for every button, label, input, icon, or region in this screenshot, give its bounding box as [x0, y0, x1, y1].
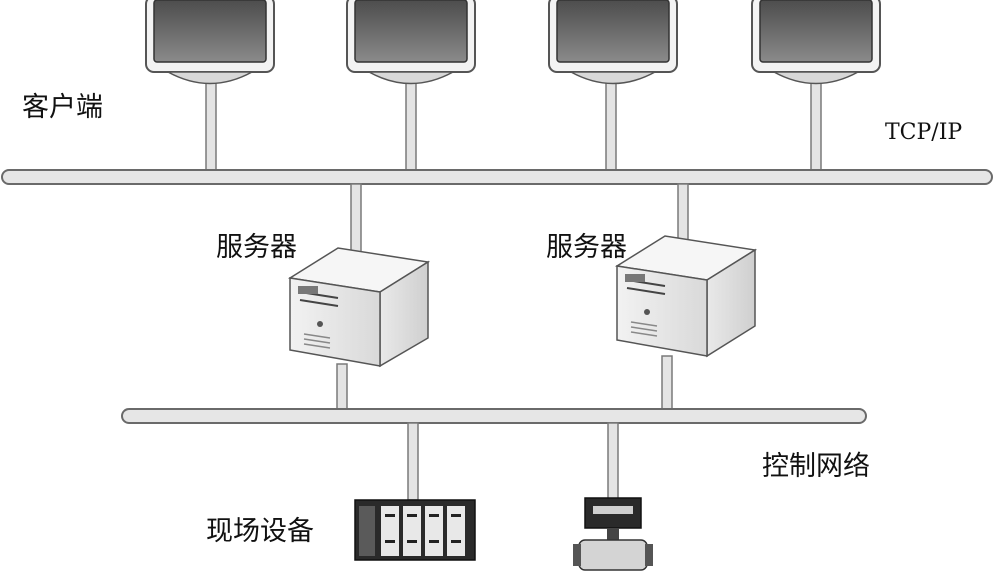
monitor-icon	[549, 0, 677, 84]
tcpip-label: TCP/IP	[885, 120, 962, 145]
field-devices-label: 现场设备	[206, 509, 314, 548]
tcpip-bus	[2, 170, 992, 184]
flowmeter-icon	[573, 498, 653, 570]
control-network-label: 控制网络	[762, 444, 870, 483]
server-label-1: 服务器	[216, 225, 297, 264]
server-tower-icon	[617, 236, 755, 356]
field-drops	[408, 423, 618, 500]
monitor-icon	[146, 0, 274, 84]
client-label: 客户端	[22, 85, 103, 124]
client-connectors	[206, 82, 821, 172]
plc-rack-icon	[355, 500, 475, 560]
monitor-icon	[347, 0, 475, 84]
control-network-bus	[122, 409, 866, 423]
monitor-icon	[752, 0, 880, 84]
server-label-2: 服务器	[546, 225, 627, 264]
server-tower-icon	[290, 248, 428, 366]
